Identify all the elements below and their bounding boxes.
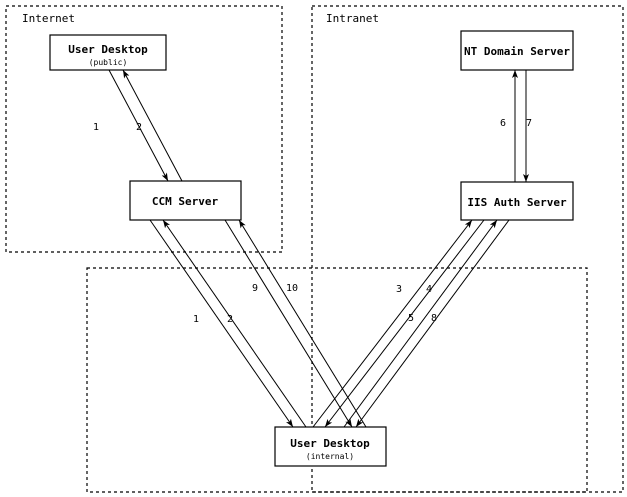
node-user-desktop-internal-box[interactable] <box>274 426 387 467</box>
flow-label-1-internal: 1 <box>193 314 199 325</box>
flow-line-1-public-to-ccm <box>108 69 169 182</box>
flow-line-3-internal-to-iis <box>312 219 473 428</box>
node-user-desktop-internal-subtitle: (internal) <box>306 452 354 461</box>
node-user-desktop-public-box[interactable] <box>49 34 167 71</box>
flow-label-2-public: 2 <box>136 122 142 133</box>
zone-intranet-label: Intranet <box>326 12 379 25</box>
flow-label-1-public: 1 <box>93 122 99 133</box>
flow-line-9-ccm-to-internal <box>224 219 353 428</box>
zone-internet-box <box>5 5 283 253</box>
zone-intranet-box <box>311 5 624 493</box>
flow-label-6: 6 <box>500 118 506 129</box>
flow-label-4: 4 <box>426 284 432 295</box>
node-user-desktop-public-title: User Desktop <box>68 43 148 56</box>
node-nt-domain-server-title: NT Domain Server <box>464 45 570 58</box>
flow-label-2-internal: 2 <box>227 314 233 325</box>
node-user-desktop-internal-title: User Desktop <box>290 437 370 450</box>
flow-label-7: 7 <box>526 118 532 129</box>
node-iis-auth-server-box[interactable] <box>460 181 574 221</box>
flow-label-3: 3 <box>396 284 402 295</box>
flow-label-5: 5 <box>408 313 414 324</box>
flow-label-8: 8 <box>431 313 437 324</box>
flow-label-10: 10 <box>286 283 298 294</box>
flow-label-9: 9 <box>252 283 258 294</box>
node-ccm-server-title: CCM Server <box>152 195 219 208</box>
node-iis-auth-server-title: IIS Auth Server <box>467 196 567 209</box>
flow-line-8-iis-to-internal <box>355 219 510 428</box>
flow-line-2-internal-to-ccm <box>162 219 307 428</box>
node-user-desktop-public-subtitle: (public) <box>89 58 128 67</box>
flow-line-4-iis-to-internal <box>324 219 485 428</box>
node-ccm-server-box[interactable] <box>129 180 242 221</box>
node-nt-domain-server-box[interactable] <box>460 30 574 71</box>
flow-line-10-internal-to-ccm <box>238 219 367 428</box>
zone-internal-box <box>86 267 588 493</box>
flow-line-2-ccm-to-public <box>122 69 183 182</box>
flow-line-1-ccm-to-internal <box>149 219 294 428</box>
flow-line-5-internal-to-iis <box>343 219 498 428</box>
zone-internet-label: Internet <box>22 12 75 25</box>
